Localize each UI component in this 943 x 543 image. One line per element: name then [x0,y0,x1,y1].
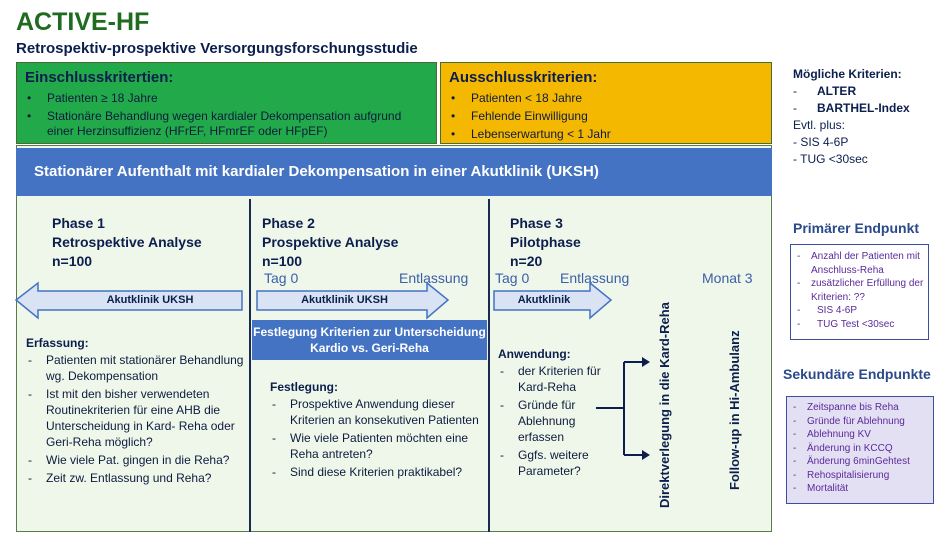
exclusion-item: Lebenserwartung < 1 Jahr [449,127,759,142]
primary-endpoint-box: Anzahl der Patienten mit Anschluss-Reha … [790,244,929,340]
phase2-tick-discharge: Entlassung [399,270,469,286]
phase1-section-heading: Erfassung: [26,336,89,350]
phase1-item: Patienten mit stationärer Behandlung wg.… [26,352,244,384]
phase3-number: Phase 3 [510,215,563,231]
phase2-title: Phase 2 Prospektive Analyse n=100 [262,214,398,271]
possible-criteria-heading: Mögliche Kriterien: [793,67,902,81]
inclusion-criteria-box: Einschlusskritertien: Patienten ≥ 18 Jah… [16,62,437,144]
page-subtitle: Retrospektiv-prospektive Versorgungsfors… [16,40,418,57]
secondary-endpoint-item: Zeitspanne bis Reha [791,401,929,415]
phase3-tick-discharge: Entlassung [560,270,630,286]
phase2-number: Phase 2 [262,215,315,231]
phase2-tick-day0: Tag 0 [264,270,299,286]
phase-divider-2 [488,199,490,532]
inclusion-heading: Einschlusskritertien: [25,69,174,86]
phase3-item: Gründe für Ablehnung erfassen [498,397,608,445]
exclusion-list: Patienten < 18 Jahre Fehlende Einwilligu… [449,91,759,145]
inclusion-list: Patienten ≥ 18 Jahre Stationäre Behandlu… [25,91,425,142]
phase3-tick-day0: Tag 0 [495,270,530,286]
possible-criteria-item: -ALTER [793,84,857,98]
phase3-n: n=20 [510,253,543,269]
exclusion-item: Patienten < 18 Jahre [449,91,759,106]
phase3-item: Ggfs. weitere Parameter? [498,447,608,479]
phase3-list: der Kriterien für Kard-Reha Gründe für A… [498,363,608,481]
primary-endpoint-heading: Primärer Endpunkt [793,220,920,236]
phase2-section-heading: Festlegung: [270,380,338,394]
possible-criteria: Mögliche Kriterien: -ALTER -BARTHEL-Inde… [793,66,938,168]
secondary-endpoint-item: Änderung 6minGehtest [791,455,929,469]
phase2-item: Sind diese Kriterien praktikabel? [270,464,480,480]
possible-criteria-evtl: Evtl. plus: [793,118,846,132]
phase3-item: der Kriterien für Kard-Reha [498,363,608,395]
secondary-endpoints-box: Zeitspanne bis Reha Gründe für Ablehnung… [786,396,934,504]
exclusion-item: Fehlende Einwilligung [449,109,759,124]
direct-transfer-label: Direktverlegung in die Kard-Reha [657,302,672,508]
phase3-section-heading: Anwendung: [498,347,571,361]
possible-criteria-extra: - SIS 4-6P [793,135,849,149]
phase3-arrow-shape [493,281,613,320]
phase2-name: Prospektive Analyse [262,234,399,250]
primary-endpoint-list: Anzahl der Patienten mit Anschluss-Reha … [791,245,928,331]
secondary-endpoint-list: Zeitspanne bis Reha Gründe für Ablehnung… [787,397,933,496]
inpatient-stay-banner: Stationärer Aufenthalt mit kardialer Dek… [16,148,772,196]
secondary-endpoint-item: Gründe für Ablehnung [791,415,929,429]
phase-divider-1 [249,199,251,532]
primary-endpoint-item: TUG Test <30sec [795,318,924,332]
secondary-endpoints-heading: Sekundäre Endpunkte [783,366,931,382]
phase1-item: Zeit zw. Entlassung und Reha? [26,470,244,486]
phase2-arrow-label: Akutklinik UKSH [301,294,388,306]
page-title: ACTIVE-HF [16,8,150,36]
secondary-endpoint-item: Ablehnung KV [791,428,929,442]
branch-upper-head [642,357,650,367]
phase1-list: Patienten mit stationärer Behandlung wg.… [26,352,244,488]
phase1-arrow-label: Akutklinik UKSH [106,294,194,306]
phase1-title: Phase 1 Retrospektive Analyse n=100 [52,214,202,271]
inclusion-item: Stationäre Behandlung wegen kardialer De… [25,109,425,139]
phase3-arrow-label: Akutklinik [517,294,571,306]
phase2-arrow-shape [256,281,450,320]
criteria-definition-box: Festlegung Kriterien zur Unterscheidung … [252,320,487,360]
phase2-n: n=100 [262,253,303,269]
phase1-name: Retrospektive Analyse [52,234,202,250]
phase1-number: Phase 1 [52,215,105,231]
phase2-list: Prospektive Anwendung dieser Kriterien a… [270,396,480,482]
phase1-arrow-shape [14,281,243,320]
possible-criteria-item: -BARTHEL-Index [793,101,910,115]
phase2-item: Prospektive Anwendung dieser Kriterien a… [270,396,480,428]
secondary-endpoint-item: Mortalität [791,482,929,496]
phase1-n: n=100 [52,253,93,269]
secondary-endpoint-item: Rehospitalisierung [791,469,929,483]
primary-endpoint-item: zusätzlicher Erfüllung der Kriterien: ?? [795,277,924,304]
secondary-endpoint-item: Änderung in KCCQ [791,442,929,456]
phase3-name: Pilotphase [510,234,581,250]
phase3-tick-month3: Monat 3 [702,270,753,286]
follow-up-label: Follow-up in Hi-Ambulanz [727,330,742,490]
phase2-item: Wie viele Patienten möchten eine Reha an… [270,430,480,462]
inclusion-item: Patienten ≥ 18 Jahre [25,91,425,106]
phase1-item: Wie viele Pat. gingen in die Reha? [26,452,244,468]
possible-criteria-extra: - TUG <30sec [793,152,868,166]
phase1-item: Ist mit den bisher verwendeten Routinekr… [26,386,244,450]
primary-endpoint-item: Anzahl der Patienten mit Anschluss-Reha [795,250,924,277]
exclusion-criteria-box: Ausschlusskriterien: Patienten < 18 Jahr… [440,62,772,144]
phase3-title: Phase 3 Pilotphase n=20 [510,214,581,271]
primary-endpoint-item: SIS 4-6P [795,304,924,318]
exclusion-heading: Ausschlusskriterien: [449,69,598,86]
branch-lower-head [642,450,650,460]
